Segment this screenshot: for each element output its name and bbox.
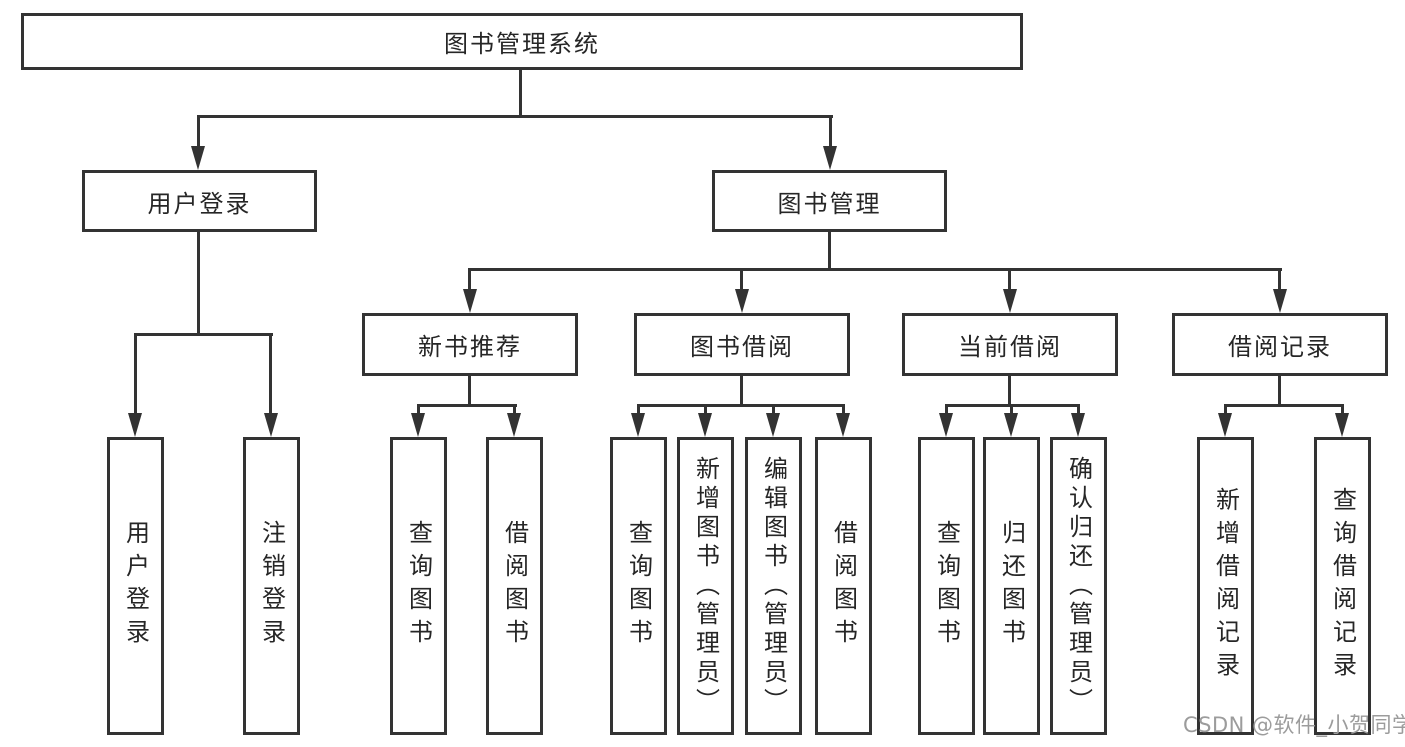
leaf-confirm-return-admin: 确认归还（管理员） xyxy=(1050,437,1107,735)
arrow-down-icon xyxy=(463,289,477,313)
arrow-down-icon xyxy=(631,413,645,437)
leaf-label: 归还图书 xyxy=(997,520,1026,652)
connector-drop xyxy=(513,404,516,413)
leaf-query-books-current: 查询图书 xyxy=(918,437,975,735)
leaf-label: 编辑图书（管理员） xyxy=(759,455,788,717)
connector-root-split xyxy=(197,115,833,118)
connector-drop-borrow-records xyxy=(1278,268,1281,289)
node-root-library-system: 图书管理系统 xyxy=(21,13,1023,70)
arrow-down-icon xyxy=(823,146,837,170)
arrow-down-icon xyxy=(1003,289,1017,313)
arrow-down-icon xyxy=(1273,289,1287,313)
arrow-down-icon xyxy=(1335,413,1349,437)
node-book-management: 图书管理 xyxy=(712,170,947,232)
connector-drop-new-rec xyxy=(468,268,471,289)
connector-drop-user-login xyxy=(197,115,200,146)
leaf-add-borrow-record: 新增借阅记录 xyxy=(1197,437,1254,735)
leaf-label: 查询图书 xyxy=(932,520,961,652)
node-label: 图书借阅 xyxy=(690,333,794,361)
node-label: 当前借阅 xyxy=(958,333,1062,361)
connector-user-login-stem xyxy=(197,231,200,335)
leaf-edit-books-admin: 编辑图书（管理员） xyxy=(745,437,802,735)
node-borrowing-records: 借阅记录 xyxy=(1172,313,1388,376)
arrow-down-icon xyxy=(698,413,712,437)
csdn-watermark: CSDN @软件_小贺同学 xyxy=(1183,713,1405,737)
leaf-label: 查询图书 xyxy=(624,520,653,652)
arrow-down-icon xyxy=(507,413,521,437)
connector-drop xyxy=(704,404,707,413)
connector-book-mgmt-split xyxy=(468,268,1282,271)
connector-drop-leaf-user-login xyxy=(134,333,137,413)
node-label: 图书管理 xyxy=(777,189,882,218)
connector-book-borrow-split xyxy=(637,404,845,407)
node-new-book-recommend: 新书推荐 xyxy=(362,313,578,376)
arrow-down-icon xyxy=(1218,413,1232,437)
arrow-down-icon xyxy=(766,413,780,437)
connector-drop xyxy=(1341,404,1344,413)
leaf-return-books: 归还图书 xyxy=(983,437,1040,735)
leaf-label: 新增图书（管理员） xyxy=(691,455,720,717)
arrow-down-icon xyxy=(939,413,953,437)
arrow-down-icon xyxy=(128,413,142,437)
node-current-borrowing: 当前借阅 xyxy=(902,313,1118,376)
connector-drop-book-borrow xyxy=(740,268,743,289)
connector-drop xyxy=(1077,404,1080,413)
leaf-query-books-recommend: 查询图书 xyxy=(390,437,447,735)
arrow-down-icon xyxy=(836,413,850,437)
arrow-down-icon xyxy=(1071,413,1085,437)
node-book-borrowing: 图书借阅 xyxy=(634,313,850,376)
connector-drop-leaf-logout xyxy=(269,333,272,413)
leaf-label: 借阅图书 xyxy=(500,520,529,652)
connector-drop xyxy=(637,404,640,413)
connector-borrow-records-stem xyxy=(1278,375,1281,406)
leaf-borrow-books-recommend: 借阅图书 xyxy=(486,437,543,735)
connector-drop-book-mgmt xyxy=(829,115,832,146)
leaf-label: 查询借阅记录 xyxy=(1328,487,1357,685)
arrow-down-icon xyxy=(735,289,749,313)
node-label: 新书推荐 xyxy=(418,333,522,361)
connector-book-mgmt-stem xyxy=(828,231,831,270)
leaf-user-login: 用户登录 xyxy=(107,437,164,735)
leaf-query-borrow-record: 查询借阅记录 xyxy=(1314,437,1371,735)
connector-new-rec-stem xyxy=(468,375,471,406)
arrow-down-icon xyxy=(191,146,205,170)
arrow-down-icon xyxy=(411,413,425,437)
leaf-label: 确认归还（管理员） xyxy=(1064,455,1093,717)
leaf-borrow-books-borrowing: 借阅图书 xyxy=(815,437,872,735)
leaf-logout: 注销登录 xyxy=(243,437,300,735)
leaf-query-books-borrowing: 查询图书 xyxy=(610,437,667,735)
arrow-down-icon xyxy=(1004,413,1018,437)
leaf-label: 新增借阅记录 xyxy=(1211,487,1240,685)
connector-drop xyxy=(945,404,948,413)
leaf-label: 用户登录 xyxy=(121,520,150,652)
connector-root-stem xyxy=(519,69,522,118)
connector-user-login-split xyxy=(134,333,273,336)
connector-drop xyxy=(842,404,845,413)
leaf-label: 注销登录 xyxy=(257,520,286,652)
connector-borrow-records-split xyxy=(1224,404,1344,407)
node-label: 图书管理系统 xyxy=(444,30,600,58)
connector-drop xyxy=(1224,404,1227,413)
connector-drop xyxy=(417,404,420,413)
connector-drop xyxy=(772,404,775,413)
connector-new-rec-split xyxy=(417,404,517,407)
connector-drop-current-borrow xyxy=(1008,268,1011,289)
leaf-add-books-admin: 新增图书（管理员） xyxy=(677,437,734,735)
connector-drop xyxy=(1010,404,1013,413)
node-user-login: 用户登录 xyxy=(82,170,317,232)
node-label: 借阅记录 xyxy=(1228,333,1332,361)
arrow-down-icon xyxy=(264,413,278,437)
connector-current-borrow-stem xyxy=(1008,375,1011,406)
connector-book-borrow-stem xyxy=(740,375,743,406)
leaf-label: 借阅图书 xyxy=(829,520,858,652)
leaf-label: 查询图书 xyxy=(404,520,433,652)
node-label: 用户登录 xyxy=(147,189,252,218)
